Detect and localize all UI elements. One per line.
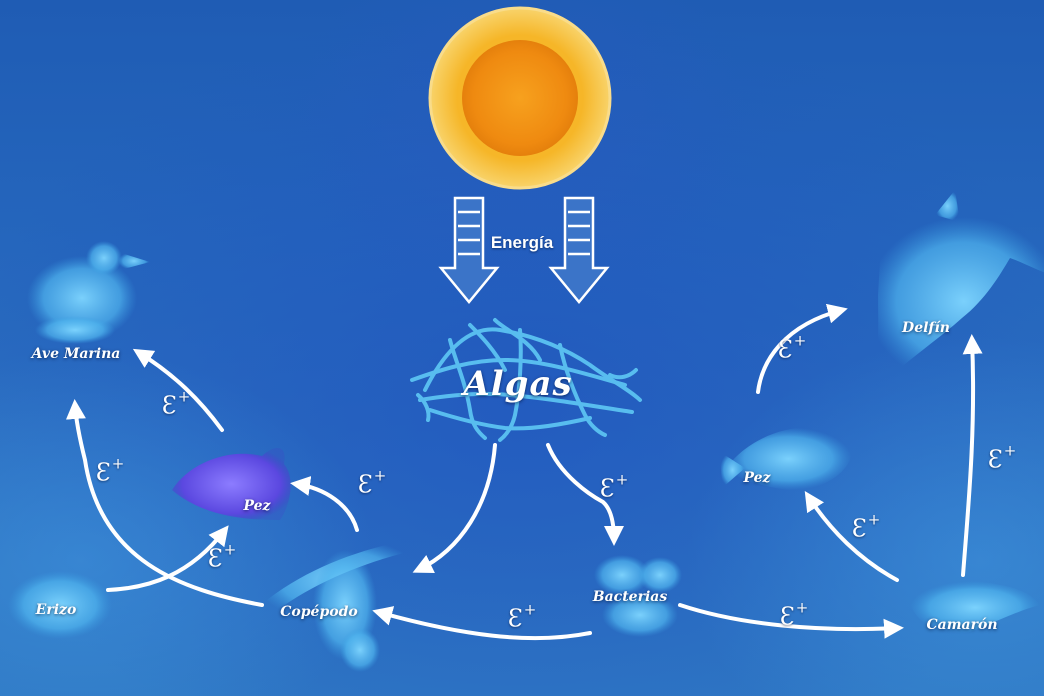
shrimp-label: Camarón xyxy=(926,617,998,633)
energy-down-arrow-left xyxy=(438,196,500,304)
arrow-copepodo-to-pez xyxy=(290,476,359,532)
energy-marker: Ɛ+ xyxy=(777,331,807,364)
purple-fish-icon xyxy=(172,447,291,520)
arrow-copepodo-to-ave-marina xyxy=(65,399,264,607)
energy-marker: Ɛ+ xyxy=(95,454,125,487)
energy-label: Energía xyxy=(490,233,554,252)
fish-left-label: Pez xyxy=(243,498,271,514)
energy-marker: Ɛ+ xyxy=(987,441,1017,474)
bacteria-icon xyxy=(594,555,682,637)
arrow-pez-to-ave-marina xyxy=(132,348,224,432)
dolphin-label: Delfín xyxy=(902,320,950,336)
shrimp-icon xyxy=(910,581,1040,635)
dolphin-icon xyxy=(867,190,1044,386)
fish-right-icon xyxy=(720,427,852,491)
algae-icon xyxy=(410,318,642,442)
copepod-icon xyxy=(255,538,424,672)
energy-marker: Ɛ+ xyxy=(851,510,881,543)
energy-marker: Ɛ+ xyxy=(207,540,237,573)
energy-marker: Ɛ+ xyxy=(357,466,387,499)
arrow-camaron-to-delfin xyxy=(961,334,983,577)
sea-bird-label: Ave Marina xyxy=(31,346,121,362)
arrow-erizo-to-pez xyxy=(106,525,229,592)
arrow-algas-to-bacterias xyxy=(546,443,624,546)
arrow-camaron-to-pez xyxy=(804,490,899,582)
energy-marker: Ɛ+ xyxy=(599,470,629,503)
copepod-label: Copépodo xyxy=(280,604,358,620)
energy-flow-arrows xyxy=(65,303,983,641)
algae-label: Algas xyxy=(463,364,573,404)
fish-right-label: Pez xyxy=(743,470,771,486)
bacteria-label: Bacterias xyxy=(592,589,668,605)
arrow-bacterias-to-camaron xyxy=(678,603,904,639)
energy-marker: Ɛ+ xyxy=(507,600,537,633)
arrow-bacterias-to-copepodo xyxy=(372,606,592,641)
arrow-algas-to-copepodo xyxy=(412,443,497,573)
sun-icon xyxy=(428,6,612,190)
energy-marker: Ɛ+ xyxy=(161,387,191,420)
urchin-icon xyxy=(8,571,112,639)
energy-marker: Ɛ+ xyxy=(779,598,809,631)
urchin-label: Erizo xyxy=(35,602,77,618)
energy-down-arrow-right xyxy=(548,196,610,304)
arrow-pez-to-delfin xyxy=(756,303,848,394)
sea-bird-icon xyxy=(27,241,150,344)
